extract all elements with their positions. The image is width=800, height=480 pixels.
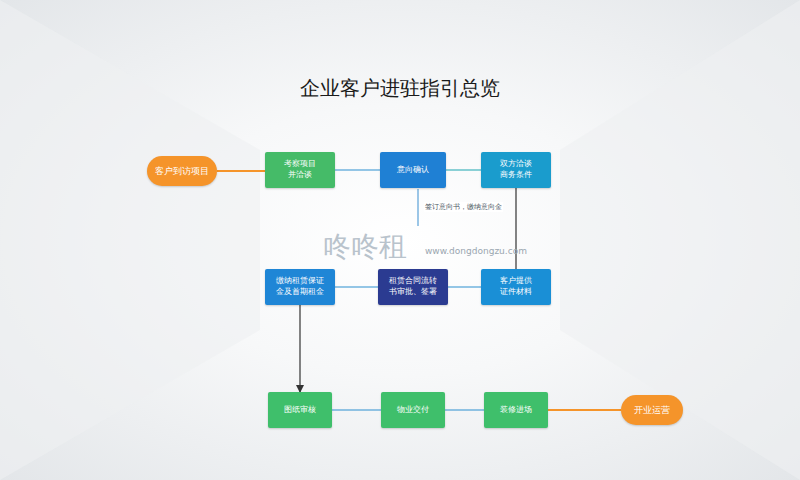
flow-connector (446, 169, 481, 170)
flow-connector (448, 286, 481, 287)
node-text: 客户提供 证件材料 (487, 276, 545, 298)
node-text: 客户到访项目 (155, 165, 209, 177)
diagram-title: 企业客户进驻指引总览 (300, 75, 500, 102)
leader-line (418, 189, 419, 226)
process-box: 租赁合同流转 书审批、签署 (378, 269, 448, 305)
flow-connector (335, 169, 380, 170)
process-box: 缴纳租赁保证 金及首期租金 (265, 269, 335, 305)
flow-connector (332, 409, 381, 410)
process-box: 考察项目 并洽谈 (265, 152, 335, 188)
node-text: 双方洽谈 商务条件 (487, 159, 545, 181)
note-label: 签订意向书，缴纳意向金 (424, 202, 503, 212)
node-text: 租赁合同流转 书审批、签署 (384, 276, 442, 298)
node-text: 图纸审核 (284, 405, 316, 416)
terminal-pill: 开业运营 (621, 395, 683, 425)
process-box: 意向确认 (380, 152, 446, 188)
node-text: 缴纳租赁保证 金及首期租金 (271, 276, 329, 298)
watermark: 咚咚租 (322, 228, 408, 266)
flow-connector (335, 286, 378, 287)
terminal-pill: 客户到访项目 (147, 156, 217, 186)
process-box: 物业交付 (381, 392, 445, 428)
process-box: 图纸审核 (268, 392, 332, 428)
process-box: 双方洽谈 商务条件 (481, 152, 551, 188)
process-box: 客户提供 证件材料 (481, 269, 551, 305)
node-text: 考察项目 并洽谈 (271, 159, 329, 181)
tunnel-wall (0, 0, 260, 480)
node-text: 意向确认 (397, 165, 429, 176)
tunnel-wall (560, 0, 800, 480)
flow-connector (515, 188, 516, 269)
watermark: www.dongdongzu.com (424, 246, 528, 256)
process-box: 装修进场 (484, 392, 548, 428)
flow-connector (299, 305, 300, 392)
node-text: 物业交付 (397, 405, 429, 416)
flow-connector (217, 170, 265, 172)
flow-connector (445, 409, 484, 410)
node-text: 开业运营 (634, 404, 670, 416)
node-text: 装修进场 (500, 405, 532, 416)
flow-connector (548, 409, 621, 411)
